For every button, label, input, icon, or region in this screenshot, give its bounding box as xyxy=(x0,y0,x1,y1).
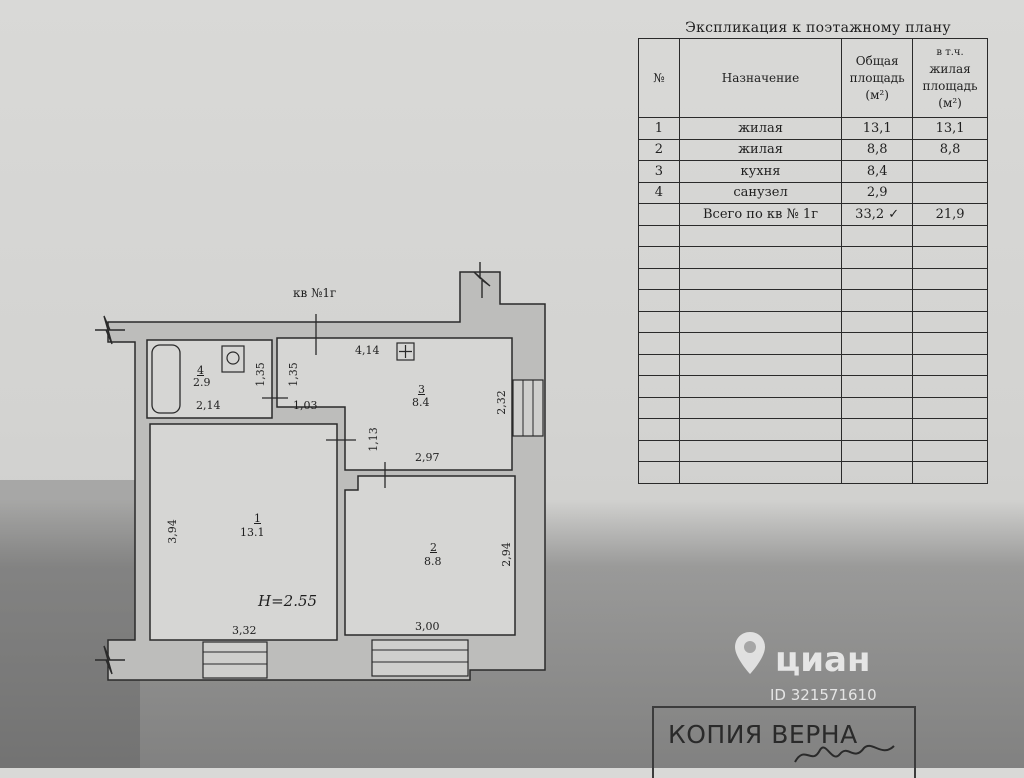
explication-title: Экспликация к поэтажному плану xyxy=(685,20,951,36)
table-row: 1 жилая 13,1 13,1 xyxy=(638,117,988,140)
stamp-text: КОПИЯ ВЕРНА xyxy=(668,720,858,749)
room-4-area: 2.9 xyxy=(193,376,211,389)
ceiling-height-label: Н=2.55 xyxy=(258,592,318,610)
dim-2-14: 2,14 xyxy=(196,399,221,412)
table-row: 2 жилая 8,8 8,8 xyxy=(638,138,988,161)
room-3-area: 8.4 xyxy=(412,396,430,409)
table-total-row: Всего по кв № 1г 33,2 ✓ 21,9 xyxy=(638,203,988,226)
room-2-num: 2 xyxy=(430,541,437,554)
table-empty-row xyxy=(638,224,988,247)
dim-1-03: 1,03 xyxy=(293,399,318,412)
table-empty-row xyxy=(638,310,988,333)
dim-3-94: 3,94 xyxy=(165,519,179,544)
table-row: 3 кухня 8,4 xyxy=(638,160,988,183)
explication-table: № Назначение Общая площадь (м²) в т.ч. ж… xyxy=(638,38,988,484)
dim-1-35-b: 1,35 xyxy=(286,362,300,387)
watermark-id: ID 321571610 xyxy=(770,686,877,704)
dim-3-32: 3,32 xyxy=(232,624,257,637)
table-empty-row xyxy=(638,353,988,376)
header-total-area: Общая площадь (м²) xyxy=(841,38,914,118)
dim-1-13: 1,13 xyxy=(366,427,380,452)
dim-4-14: 4,14 xyxy=(355,344,380,357)
dim-2-97: 2,97 xyxy=(415,451,440,464)
header-living-area: в т.ч. жилая площадь (м²) xyxy=(912,38,988,118)
table-empty-row xyxy=(638,439,988,462)
table-empty-row xyxy=(638,418,988,441)
room-3-num: 3 xyxy=(418,383,425,396)
room-1-num: 1 xyxy=(254,512,261,525)
dim-1-35-a: 1,35 xyxy=(253,362,267,387)
header-num: № xyxy=(638,38,680,118)
apartment-label: кв №1г xyxy=(293,286,337,300)
location-pin-icon xyxy=(732,630,768,676)
table-empty-row xyxy=(638,332,988,355)
table-empty-row xyxy=(638,396,988,419)
signature-scribble xyxy=(794,745,895,763)
watermark-brand: циан xyxy=(775,640,871,680)
table-empty-row xyxy=(638,375,988,398)
table-empty-row xyxy=(638,461,988,484)
empty-rows xyxy=(638,224,988,484)
dim-2-32: 2,32 xyxy=(494,390,508,415)
shadow-left xyxy=(0,480,140,768)
dim-2-94: 2,94 xyxy=(499,542,513,567)
room-4-num: 4 xyxy=(197,364,204,377)
stamp-frame xyxy=(652,706,916,778)
header-purpose: Назначение xyxy=(678,38,843,118)
dim-3-00: 3,00 xyxy=(415,620,440,633)
table-empty-row xyxy=(638,267,988,290)
room-2-area: 8.8 xyxy=(424,555,442,568)
table-header-row: № Назначение Общая площадь (м²) в т.ч. ж… xyxy=(638,38,988,118)
room-1-area: 13.1 xyxy=(240,526,265,539)
